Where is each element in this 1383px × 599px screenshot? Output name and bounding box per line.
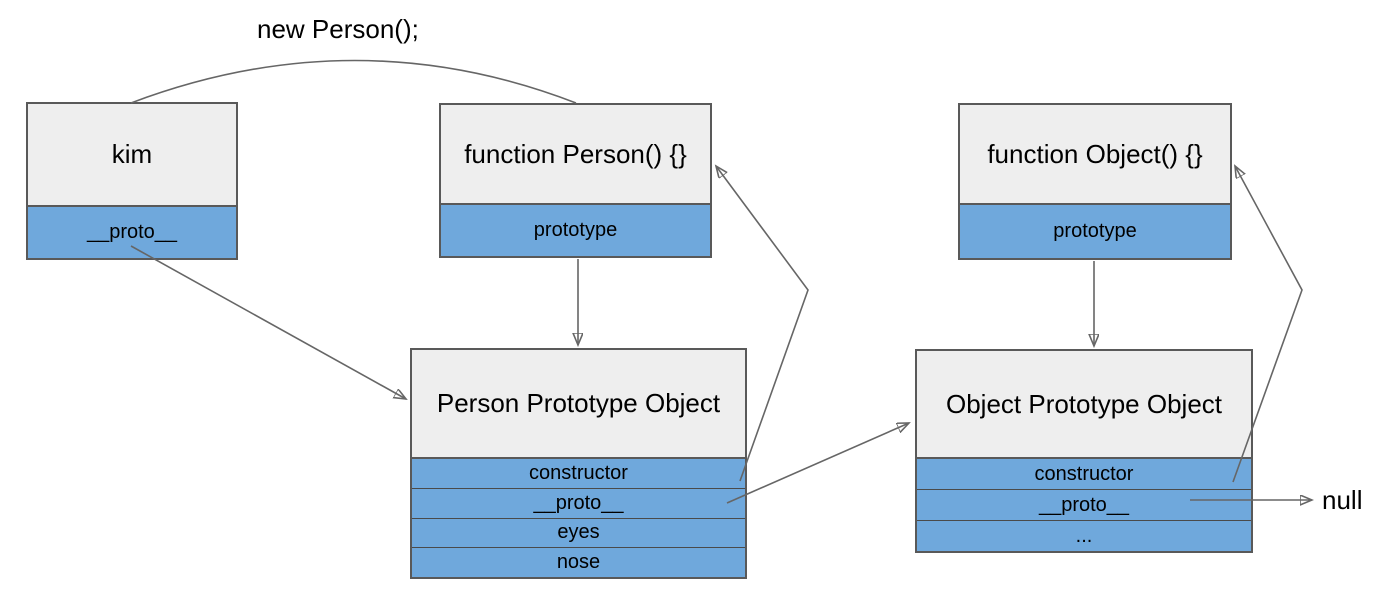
box-object-prototype-rows: constructor __proto__... bbox=[917, 457, 1251, 551]
box-row: eyes bbox=[412, 517, 745, 548]
box-row: constructor bbox=[529, 461, 628, 484]
box-kim-title: kim bbox=[28, 104, 236, 205]
box-row: prototype bbox=[533, 219, 618, 241]
box-object-prototype-title: Object Prototype Object bbox=[917, 351, 1251, 457]
box-function-object-title: function Object() {} bbox=[960, 105, 1230, 203]
box-function-person-rows: prototype bbox=[441, 203, 710, 256]
connector-kim-proto bbox=[130, 245, 406, 399]
box-row: __proto__ bbox=[412, 487, 745, 518]
null-annotation: null bbox=[1322, 485, 1363, 515]
box-row: __proto__ bbox=[86, 221, 178, 243]
box-kim: kim __proto__ bbox=[26, 102, 238, 260]
connector-person-proto bbox=[726, 423, 909, 504]
box-kim-rows: __proto__ bbox=[28, 205, 236, 258]
box-row: ... bbox=[917, 520, 1251, 551]
box-function-object-rows: prototype bbox=[960, 203, 1230, 258]
box-person-prototype-title: Person Prototype Object bbox=[412, 350, 745, 457]
new-person-annotation: new Person(); bbox=[257, 14, 419, 44]
box-function-person-title: function Person() {} bbox=[441, 105, 710, 203]
box-row: __proto__ bbox=[917, 489, 1251, 520]
box-function-person: function Person() {} prototype bbox=[439, 103, 712, 258]
box-object-prototype: Object Prototype Object constructor __pro… bbox=[915, 349, 1253, 553]
box-row: prototype bbox=[1053, 220, 1137, 242]
box-function-object: function Object() {} prototype bbox=[958, 103, 1232, 260]
connector-arc-new-person bbox=[130, 59, 577, 104]
box-person-prototype: Person Prototype Object constructor __pro… bbox=[410, 348, 747, 579]
box-row: constructor bbox=[1034, 462, 1134, 485]
box-row: nose bbox=[412, 547, 745, 577]
